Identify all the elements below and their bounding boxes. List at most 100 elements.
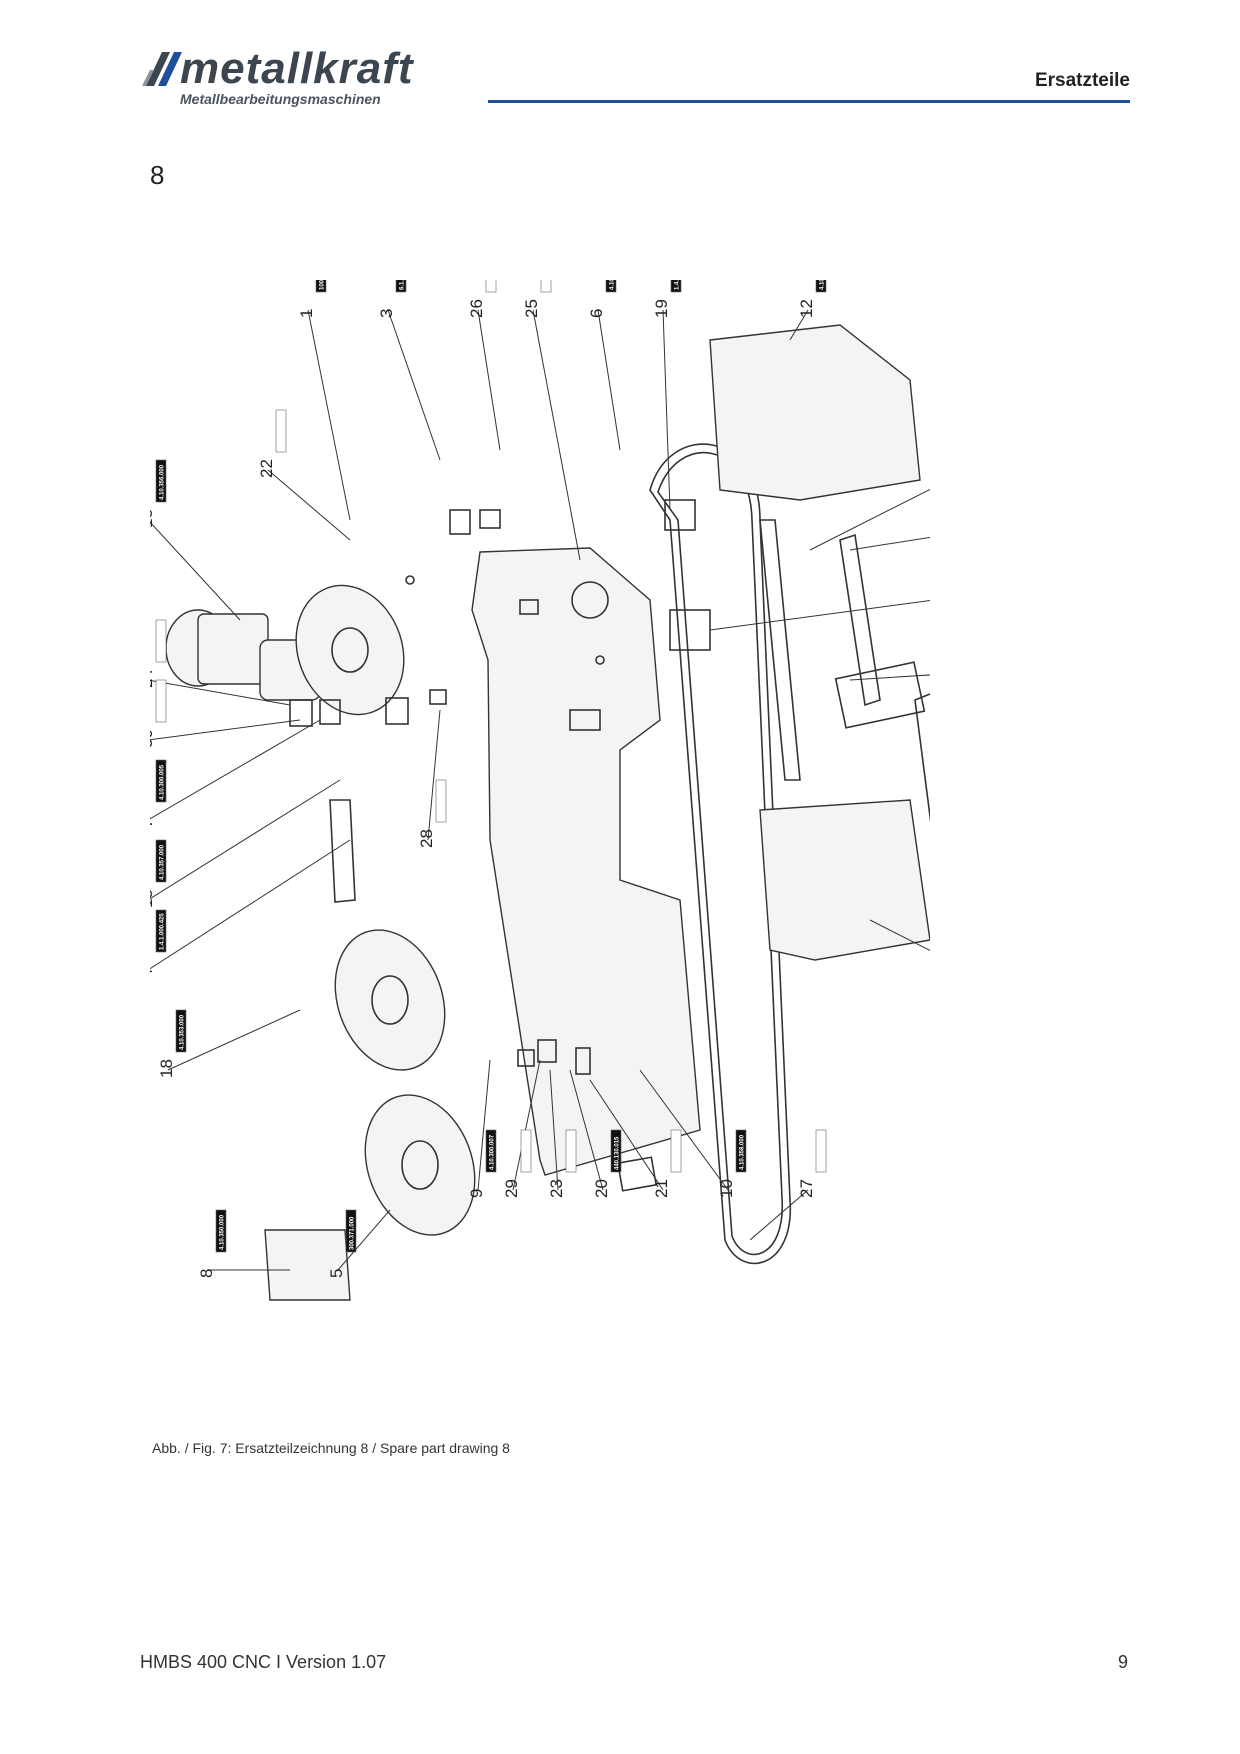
part-code: 100.000.230 [320,280,326,290]
callout-number: 4 [150,969,156,978]
part-code-label [485,249,497,293]
callout-number: 6 [587,309,606,318]
part-code: 1.4.1.195.000 [675,280,681,290]
part-code-label [815,1129,827,1173]
part-code-label [275,409,287,453]
leader-line [427,709,441,841]
part-code: 4.10.300.004 [610,280,616,290]
part-code: 4.10.353.000 [180,1014,186,1050]
part-code-label [155,459,167,503]
callout-number: 8 [197,1269,216,1278]
part-code-label [175,1009,187,1053]
drawing-number: 8 [150,160,165,190]
leader-line [477,1059,491,1191]
part-code: 1.4.1.000.425 [160,913,166,950]
footer-page-number: 9 [1117,1652,1128,1672]
part-code-label [155,679,167,723]
leader-line [512,1059,541,1191]
callout-13: 134.10.354.000 [849,609,1027,681]
leader-line [477,309,501,451]
leader-line [147,719,321,821]
part-code-label [610,1129,622,1173]
callout-9: 94.10.300.007 [467,1059,497,1198]
brand-subtitle: Metallbearbeitungsmaschinen [180,91,381,107]
callout-22: 22 [257,409,351,541]
callout-23: 23 [547,1069,577,1198]
callout-number: 25 [522,299,541,318]
leader-line [749,1189,809,1241]
leader-line [147,519,241,621]
part-code: 4.10.352.000 [820,280,826,290]
brand-name: metallkraft [180,44,414,93]
callout-number: 18 [157,1059,176,1078]
part-code: 4.10.358.000 [740,1134,746,1170]
leader-line [789,309,809,341]
leader-line [337,1209,391,1271]
part-code-label [485,1129,497,1173]
callout-26: 26 [467,249,501,451]
part-code-label [345,1209,357,1253]
footer-model: HMBS 400 CNC I Version 1.07 [140,1652,387,1672]
callout-4: 4 1.4.1.000.425 [137,839,351,978]
callout-5: 5 300.371.000 [327,1209,391,1278]
machine-frame [471,547,701,1192]
leader-line [387,309,441,461]
leader-line [147,719,301,741]
callout-number: 22 [257,459,276,478]
logo-mark-icon [142,52,182,86]
part-code: 6.1.000.005 [400,280,406,290]
callout-29: 29 [502,1059,541,1198]
covers [264,324,931,1301]
callout-number: 20 [592,1179,611,1198]
leader-line [589,1079,664,1191]
callout-number: 5 [327,1269,346,1278]
callout-number: 7 [150,819,156,828]
callout-1: 1 100.000.230 [297,249,351,521]
leader-line [849,524,1009,551]
part-code-label [735,1129,747,1173]
leader-line [709,589,1009,631]
callout-number: 15 [150,889,156,908]
spare-part-drawing: 1 100.000.230 3 6.1.000.005 26 25 6 4.10.300.00… [137,249,1027,1420]
callout-number: 30 [150,729,156,748]
callout-21: 21 [589,1079,682,1198]
callout-number: 26 [467,299,486,318]
leader-line [569,1069,604,1191]
callout-27: 27 [749,1129,827,1241]
part-code-label [155,619,167,663]
part-code: 4.10.357.000 [160,844,166,880]
callout-number: 3 [377,309,396,318]
callout-25: 25 [522,249,581,561]
part-code-label [670,1129,682,1173]
callout-10: 10 4.10.358.000 [639,1069,747,1198]
callout-number: 28 [417,829,436,848]
leader-line [147,679,291,706]
callout-number: 1 [297,309,316,318]
callout-3: 3 6.1.000.005 [377,249,441,461]
leader-line [267,469,351,541]
callout-number: 16 [150,509,156,528]
leader-line [147,779,341,901]
part-code: 4.10.350.000 [220,1214,226,1250]
part-code-label [155,909,167,953]
part-code: 300.371.000 [350,1216,356,1250]
figure-caption: Abb. / Fig. 7: Ersatzteilzeichnung 8 / S… [152,1440,510,1456]
part-code: 4.10.356.000 [160,464,166,500]
part-code-label [520,1129,532,1173]
leader-line [549,1069,559,1191]
callout-15: 15 4.10.357.000 [137,779,341,908]
callout-18: 18 4.10.353.000 [157,1009,301,1078]
part-code-label [435,779,447,823]
part-code: 440.130.015 [615,1136,621,1170]
part-code-label [565,1129,577,1173]
leader-line [307,309,351,521]
part-code-label [540,249,552,293]
callout-number: 10 [717,1179,736,1198]
part-code-label [155,839,167,883]
leader-line [532,309,581,561]
part-code-label [215,1209,227,1253]
callout-20: 20 440.130.015 [569,1069,622,1198]
section-title: Ersatzteile [1034,70,1130,91]
callout-number: 9 [467,1189,486,1198]
callout-number: 27 [797,1179,816,1198]
